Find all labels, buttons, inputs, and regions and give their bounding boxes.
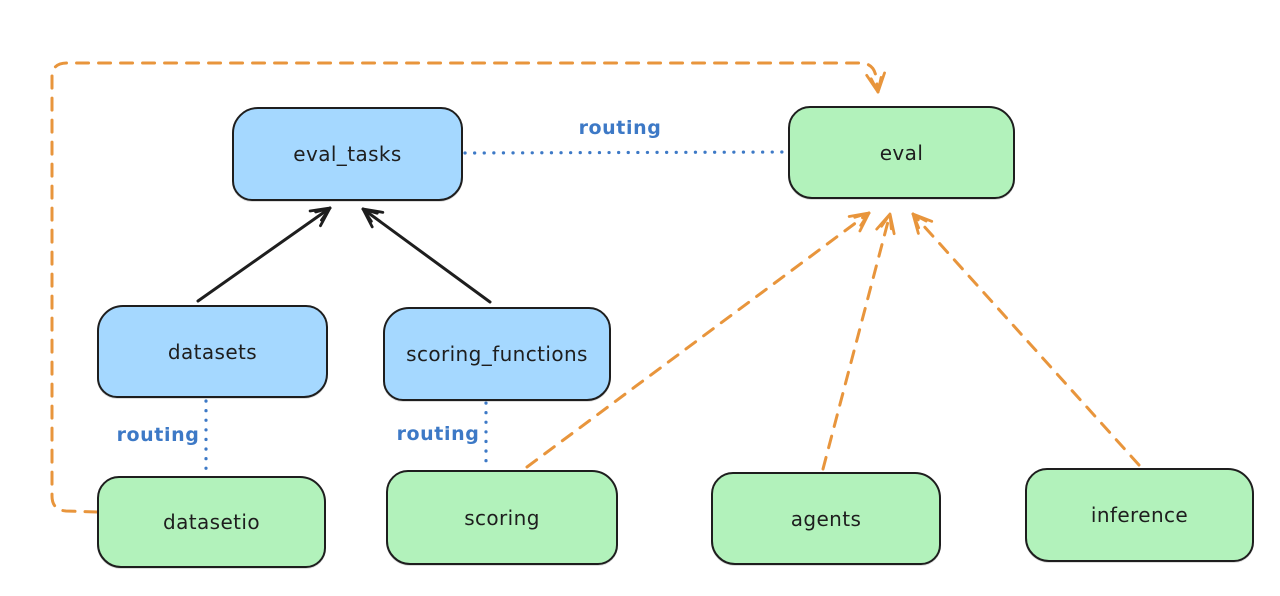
node-eval-tasks: eval_tasks (232, 107, 463, 201)
node-scoring-functions: scoring_functions (383, 307, 611, 401)
node-agents-label: agents (790, 506, 862, 531)
node-agents: agents (711, 472, 941, 565)
edge-datasets-to-eval-tasks (196, 206, 332, 303)
node-scoring-label: scoring (464, 505, 540, 530)
node-eval-label: eval (879, 140, 924, 165)
edge-scoring-functions-to-eval-tasks (361, 207, 492, 304)
edge-datasetio-to-eval (50, 61, 886, 514)
edge-label-routing-datasets-datasetio: routing (116, 424, 200, 446)
edge-agents-to-eval (821, 212, 896, 471)
node-datasets-label: datasets (167, 339, 258, 364)
node-inference-label: inference (1090, 503, 1189, 527)
node-datasetio: datasetio (97, 476, 326, 568)
edge-label-routing-scoring-functions-scoring: routing (396, 423, 480, 445)
edge-eval-tasks-to-eval-routing (463, 150, 788, 155)
edge-inference-to-eval (911, 212, 1141, 467)
node-eval-tasks-label: eval_tasks (293, 142, 402, 166)
node-eval: eval (788, 106, 1015, 199)
node-inference: inference (1025, 468, 1254, 562)
node-datasets: datasets (97, 305, 328, 398)
node-scoring-functions-label: scoring_functions (406, 342, 588, 366)
edge-label-routing-eval-tasks-eval: routing (578, 117, 662, 139)
node-scoring: scoring (386, 470, 618, 565)
node-datasetio-label: datasetio (162, 510, 260, 534)
edge-scoring-to-eval (525, 211, 871, 469)
